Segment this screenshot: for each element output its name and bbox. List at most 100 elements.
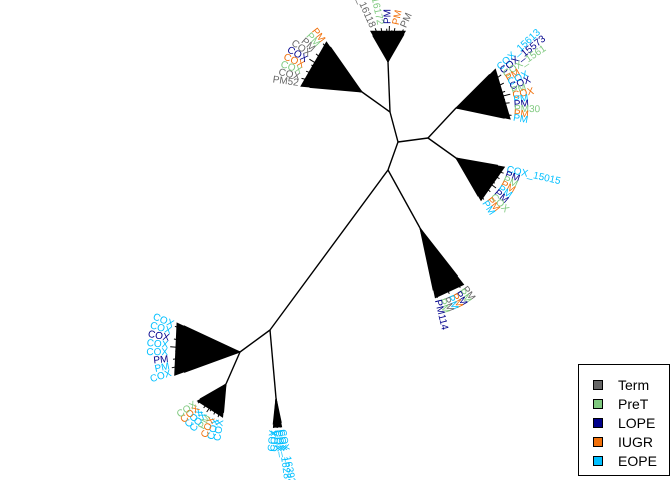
tip-label: PM bbox=[504, 169, 522, 184]
tip-branch bbox=[172, 351, 241, 360]
branch-right-lower bbox=[427, 137, 457, 159]
tip-branch bbox=[455, 81, 499, 109]
tip-branch bbox=[178, 331, 241, 353]
legend-label-lope: LOPE bbox=[618, 415, 656, 431]
tip-branch bbox=[182, 336, 241, 353]
tip-branch bbox=[455, 73, 496, 109]
tip-branch bbox=[309, 75, 363, 93]
tip-branch bbox=[301, 77, 363, 93]
tip-branch bbox=[455, 157, 496, 184]
tip-branch bbox=[313, 69, 363, 93]
tip-label: PM bbox=[512, 113, 529, 126]
tip-branch bbox=[387, 34, 405, 63]
tip-branch bbox=[183, 325, 241, 353]
tip-branch bbox=[455, 93, 511, 109]
tip-branch bbox=[183, 351, 241, 373]
tip-label: PM bbox=[154, 361, 171, 375]
tip-label: COX bbox=[277, 67, 301, 83]
tip-branch bbox=[455, 107, 505, 119]
branch-top-left bbox=[361, 91, 391, 113]
legend-item-eope: EOPE bbox=[593, 452, 657, 470]
backbone-branch bbox=[269, 111, 399, 331]
tip-label: COX bbox=[269, 430, 281, 452]
tip-branch bbox=[178, 343, 241, 353]
branch-bottom-left bbox=[239, 329, 271, 353]
tip-label: PM bbox=[444, 294, 460, 312]
legend-swatch-term bbox=[593, 380, 603, 390]
tip-label: PM bbox=[513, 108, 529, 120]
branch-bottom-mid bbox=[225, 351, 241, 385]
tip-branch bbox=[455, 157, 485, 195]
legend-item-pret: PreT bbox=[593, 395, 648, 413]
tip-branch bbox=[387, 25, 390, 63]
tip-branch bbox=[329, 46, 363, 93]
tip-label: PM bbox=[436, 297, 451, 315]
tip-branch bbox=[455, 157, 485, 200]
legend-label-eope: EOPE bbox=[618, 453, 657, 469]
tip-branch bbox=[305, 82, 363, 93]
tip-branch bbox=[170, 346, 241, 353]
tip-label: COX bbox=[512, 86, 536, 101]
legend-swatch-lope bbox=[593, 418, 603, 428]
tip-branch bbox=[455, 157, 491, 193]
tip-label: PM bbox=[440, 296, 455, 314]
tip-branch bbox=[455, 107, 508, 112]
tip-branch bbox=[180, 351, 241, 356]
branch-to-mid-lower bbox=[387, 169, 421, 229]
tip-label: COX bbox=[266, 429, 279, 452]
tree-branches bbox=[225, 61, 457, 399]
tip-label: PM bbox=[391, 9, 405, 26]
tip-branch bbox=[455, 157, 502, 170]
tip-branch bbox=[455, 88, 500, 109]
legend-swatch-iugr bbox=[593, 437, 603, 447]
tip-label: PM30 bbox=[514, 104, 541, 115]
tip-label: PM bbox=[153, 354, 169, 366]
tip-branch bbox=[311, 64, 363, 93]
legend-label-pret: PreT bbox=[618, 396, 649, 412]
branch-right-upper bbox=[427, 107, 457, 139]
tip-branch bbox=[455, 102, 510, 109]
tip-branch bbox=[174, 325, 241, 353]
tip-branch bbox=[455, 90, 506, 109]
tip-branch bbox=[173, 338, 241, 353]
tip-label: PM bbox=[510, 82, 528, 97]
tip-branch bbox=[455, 157, 504, 174]
tip-label: COX bbox=[271, 430, 283, 452]
tip-branch bbox=[455, 73, 491, 109]
tip-branch bbox=[455, 107, 512, 116]
legend-item-lope: LOPE bbox=[593, 414, 655, 432]
tip-branch bbox=[455, 157, 497, 189]
tip-branch bbox=[322, 49, 363, 93]
tip-branch bbox=[455, 98, 506, 109]
tip-fans bbox=[170, 25, 512, 429]
tip-label: COX bbox=[273, 429, 286, 452]
legend-label-term: Term bbox=[618, 377, 650, 393]
tip-branch bbox=[305, 70, 363, 93]
tip-label: COX bbox=[146, 347, 168, 358]
tip-branch bbox=[455, 82, 505, 109]
tip-branch bbox=[419, 227, 434, 291]
tip-label: PM bbox=[383, 9, 394, 24]
tip-branch bbox=[323, 55, 363, 93]
tip-branch bbox=[317, 59, 363, 93]
legend-swatch-pret bbox=[593, 399, 603, 409]
legend-label-iugr: IUGR bbox=[618, 434, 653, 450]
tip-label: COX bbox=[146, 338, 169, 351]
tip-branch bbox=[455, 157, 500, 180]
branch-top bbox=[387, 61, 391, 113]
tip-label: COX bbox=[147, 329, 171, 344]
tip-branch bbox=[171, 351, 241, 369]
legend-item-term: Term bbox=[593, 376, 649, 394]
legend-swatch-eope bbox=[593, 456, 603, 466]
tip-label: COX bbox=[212, 418, 226, 441]
branch-to-right bbox=[397, 137, 429, 143]
tip-branch bbox=[455, 106, 504, 109]
tip-branch bbox=[175, 350, 241, 353]
tip-label: PM bbox=[514, 98, 530, 110]
branch-bottom bbox=[269, 329, 277, 399]
legend-item-iugr: IUGR bbox=[593, 433, 653, 451]
tip-branch bbox=[272, 397, 277, 425]
tip-branch bbox=[322, 43, 363, 93]
tip-branch bbox=[455, 157, 479, 197]
